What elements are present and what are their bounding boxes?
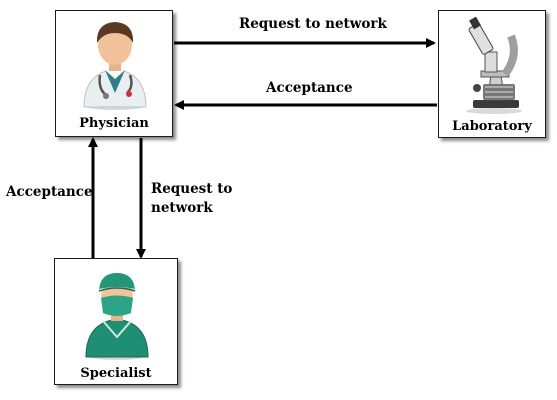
physician-icon (83, 22, 147, 110)
microscope-icon (466, 16, 522, 114)
laboratory-node: Laboratory (438, 10, 546, 138)
physician-node: Physician (55, 10, 173, 137)
physician-label: Physician (79, 116, 149, 131)
edge-label-physician-to-specialist-line1: Request to (151, 181, 233, 197)
specialist-label: Specialist (80, 366, 152, 381)
edge-label-physician-to-laboratory: Request to network (239, 16, 387, 32)
edge-label-physician-to-specialist-line2: network (151, 200, 213, 216)
edge-label-laboratory-to-physician: Acceptance (266, 80, 353, 96)
surgeon-icon (85, 273, 149, 360)
specialist-node: Specialist (54, 258, 178, 385)
edge-label-specialist-to-physician: Acceptance (6, 184, 93, 200)
laboratory-label: Laboratory (452, 119, 532, 134)
